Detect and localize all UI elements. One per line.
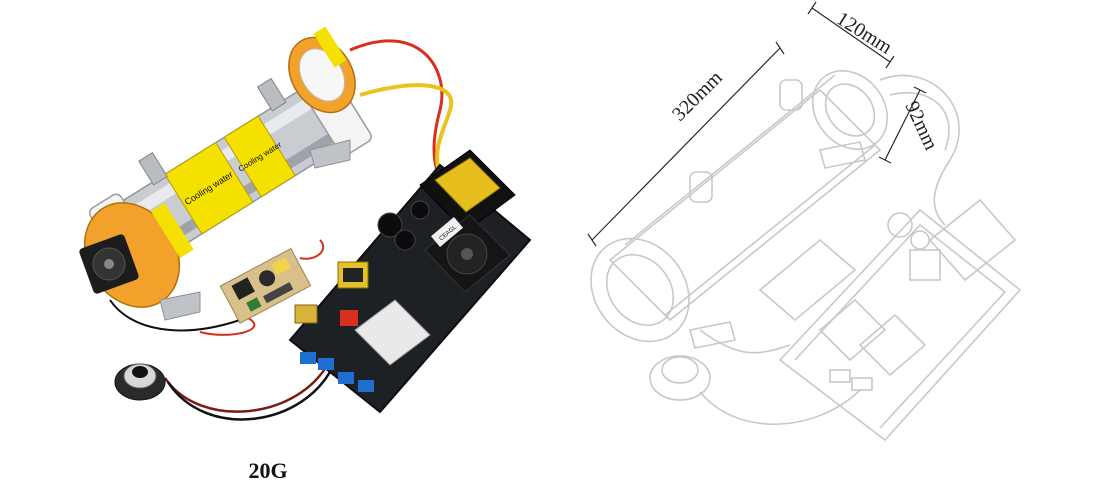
mount-foot-bottom (159, 291, 201, 321)
yellow-wire-top (359, 83, 454, 176)
mount-foot-top (309, 139, 351, 169)
dim-label-length: 320mm (668, 66, 727, 125)
tube-nozzle-2 (138, 152, 168, 186)
dim-label-height: 92mm (900, 98, 942, 154)
dim-line-width (811, 7, 891, 63)
power-supply-board (219, 247, 312, 324)
red-wire-small (299, 239, 325, 260)
fan-wire (109, 299, 241, 332)
dim-line-height (884, 89, 921, 161)
cap-label-bottom (150, 202, 194, 258)
dim-line-length (591, 47, 781, 241)
adjust-knob (114, 363, 166, 401)
cap-label-top (313, 26, 347, 68)
main-control-board: CEAGL (288, 149, 532, 414)
tube-nozzle (256, 77, 287, 112)
knob-wire-black (166, 363, 336, 421)
outline-sketch (590, 70, 1022, 442)
ozone-generator-photo: Cooling water Cooling water (79, 26, 532, 421)
model-caption: 20G (248, 458, 288, 483)
knob-wire-red (163, 359, 332, 413)
dimension-lines (587, 1, 927, 247)
red-wire-mid (199, 317, 256, 336)
dim-label-width: 120mm (832, 8, 896, 59)
red-wire-top (349, 39, 444, 181)
